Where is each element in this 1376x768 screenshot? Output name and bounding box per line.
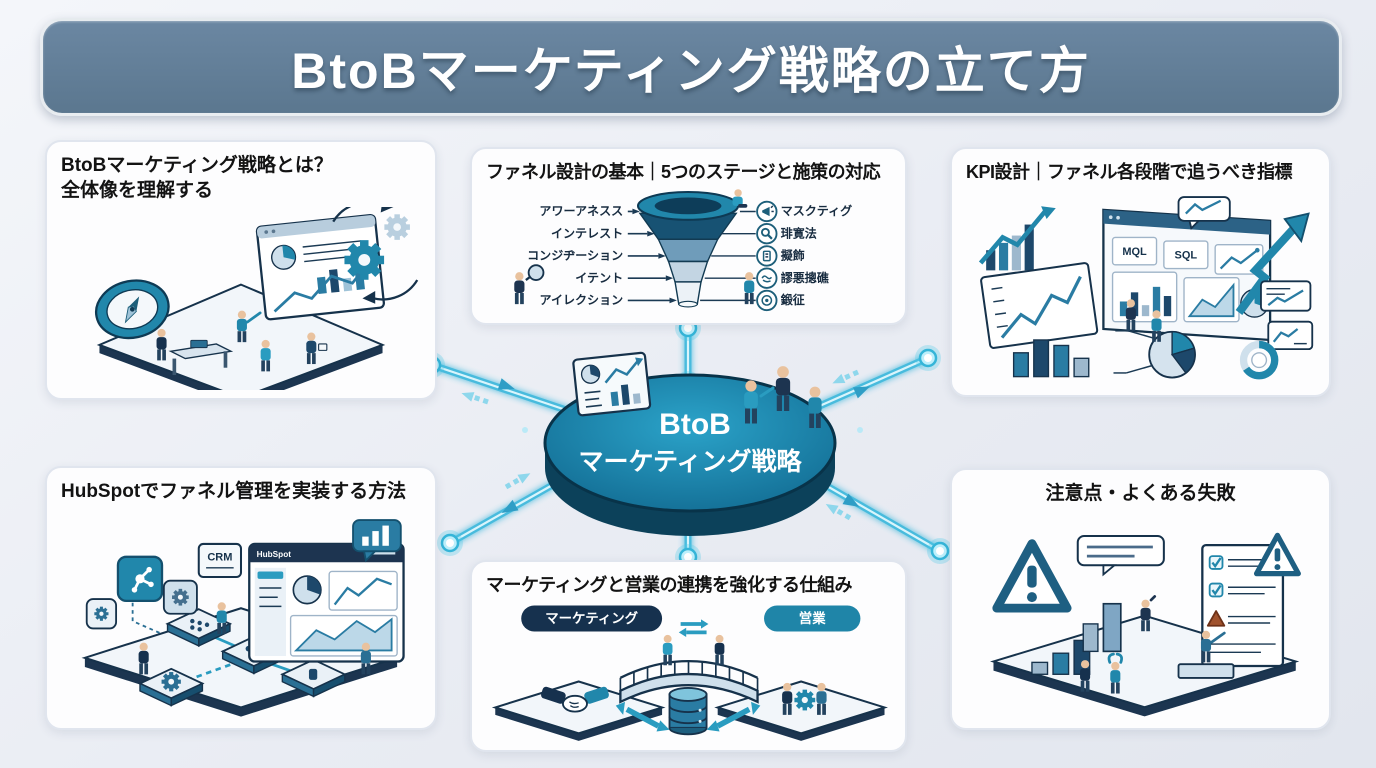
overview-illustration xyxy=(94,207,419,390)
hubspot-sprocket-tile xyxy=(116,555,164,602)
desk xyxy=(168,340,234,376)
sales-badge: 営業 xyxy=(764,605,861,632)
tactic-label: 謬悪摠礁 xyxy=(781,270,830,285)
tactic-label: 擬飾 xyxy=(781,248,805,263)
gear-tile xyxy=(162,579,198,615)
panel-kpi-heading: KPI設計｜ファネル各段階で追うべき指標 xyxy=(966,162,1293,182)
bar-chart-bubble-icon xyxy=(352,518,402,563)
hubspot-illustration: CRM HubSpot xyxy=(81,518,405,717)
panel-funnel-heading: ファネル設計の基本｜5つのステージと施策の対応 xyxy=(486,162,881,182)
hub-title-line2: マーケティング戦略 xyxy=(578,447,802,476)
kpi-side-cards xyxy=(1260,280,1314,351)
tall-bar xyxy=(1102,602,1122,652)
kpi-illustration: MQL SQL xyxy=(978,196,1314,380)
handshake-icon xyxy=(541,687,609,713)
exchange-arrows-icon xyxy=(678,619,709,638)
marketing-badge: マーケティング xyxy=(521,605,663,632)
sales-platform xyxy=(714,680,888,735)
hub-people xyxy=(744,366,822,428)
magnifier-icon xyxy=(756,223,778,245)
line-chart-board xyxy=(980,262,1099,350)
hubspot-dashboard-window: HubSpot xyxy=(248,542,405,663)
stage-label: アイレクション xyxy=(540,294,624,308)
checklist-row-alert xyxy=(1206,609,1276,627)
funnel-illustration: アワーアネスス インテレスト コンジヂーション イテント アイレクション xyxy=(514,189,852,312)
title-banner: BtoBマーケティング戦略の立て方 xyxy=(40,18,1342,116)
pitfalls-illustration xyxy=(990,511,1315,717)
tactic-icons xyxy=(756,201,778,312)
funnel-graphic xyxy=(636,191,740,308)
panel-overview: BtoBマーケティング戦略とは？ 全体像を理解する xyxy=(45,140,437,400)
window-title: HubSpot xyxy=(257,549,292,558)
panel-alignment: マーケティングと営業の連携を強化する仕組み マーケティング 営業 xyxy=(470,560,907,752)
hub-title-line1: BtoB xyxy=(659,408,731,441)
person-sitting xyxy=(732,189,748,209)
big-arrow-icon xyxy=(1235,212,1310,316)
bridge xyxy=(619,660,759,705)
growth-bars xyxy=(978,206,1056,271)
sync-arrow-right xyxy=(706,702,761,732)
tactic-label: マスクティグ xyxy=(781,204,852,219)
stage-label: アワーアネスス xyxy=(539,205,623,219)
document-icon xyxy=(756,245,778,267)
person xyxy=(662,635,673,666)
alignment-illustration: マーケティング 営業 xyxy=(491,605,888,742)
panel-hubspot-heading: HubSpotでファネル管理を実装する方法 xyxy=(61,481,407,502)
speech-bubble xyxy=(1076,534,1165,577)
person xyxy=(714,635,725,666)
central-hub: BtoB マーケティング戦略 xyxy=(535,348,845,543)
handshake-icon xyxy=(756,267,778,290)
person-magnifier xyxy=(514,264,545,305)
panel-alignment-heading: マーケティングと営業の連携を強化する仕組み xyxy=(486,575,853,595)
crm-tile: CRM xyxy=(197,542,243,578)
panel-pitfalls: 注意点・よくある失敗 xyxy=(950,468,1331,730)
person-hands-on-head xyxy=(1107,652,1123,694)
stage-label: コンジヂーション xyxy=(527,249,623,263)
target-icon xyxy=(756,290,778,312)
gear-icon xyxy=(161,671,181,692)
person-confused xyxy=(1140,594,1157,631)
stage-label: イテント xyxy=(575,271,623,285)
chat-bubble-icon xyxy=(1177,196,1231,231)
panel-pitfalls-heading: 注意点・よくある失敗 xyxy=(1045,483,1236,504)
stage-label: インテレスト xyxy=(551,227,623,241)
warning-triangle-icon xyxy=(997,543,1067,607)
database-icon xyxy=(668,687,708,736)
tactic-labels: マスクティグ 琲寛法 擬飾 謬悪摠礁 鍛征 xyxy=(780,204,852,308)
gear-tile-small xyxy=(85,597,118,630)
funnel-stage-labels: アワーアネスス インテレスト コンジヂーション イテント アイレクション xyxy=(527,205,677,308)
kpi-card-sql: SQL xyxy=(1175,250,1198,262)
pedestal xyxy=(1177,662,1235,679)
bar-chart-group xyxy=(1012,339,1090,378)
sync-arrow-left xyxy=(615,702,670,732)
megaphone-icon xyxy=(756,201,778,223)
pie-chart xyxy=(1113,330,1196,379)
tactic-label: 琲寛法 xyxy=(781,226,817,241)
chart-board xyxy=(255,214,386,321)
kpi-card-mql: MQL xyxy=(1122,246,1147,258)
marketing-badge-label: マーケティング xyxy=(545,611,638,627)
gear-icon xyxy=(794,690,816,711)
panel-hubspot: HubSpotでファネル管理を実装する方法 xyxy=(45,466,437,730)
panel-overview-heading: BtoBマーケティング戦略とは？ 全体像を理解する xyxy=(61,155,333,201)
checklist-row xyxy=(1208,582,1276,598)
hub-chart-board xyxy=(572,351,652,417)
page-title: BtoBマーケティング戦略の立て方 xyxy=(291,43,1091,99)
person xyxy=(744,272,755,305)
connector-arrows xyxy=(461,369,871,521)
donut-gauge xyxy=(1239,341,1279,380)
bar xyxy=(1082,622,1099,652)
compass-icon xyxy=(94,279,170,340)
tactic-label: 鍛征 xyxy=(780,293,805,308)
sales-badge-label: 営業 xyxy=(799,611,826,627)
panel-funnel: ファネル設計の基本｜5つのステージと施策の対応 アワーアネスス インテレスト コ… xyxy=(470,147,907,325)
panel-kpi: KPI設計｜ファネル各段階で追うべき指標 MQL SQL xyxy=(950,147,1331,397)
crm-label: CRM xyxy=(207,551,232,563)
